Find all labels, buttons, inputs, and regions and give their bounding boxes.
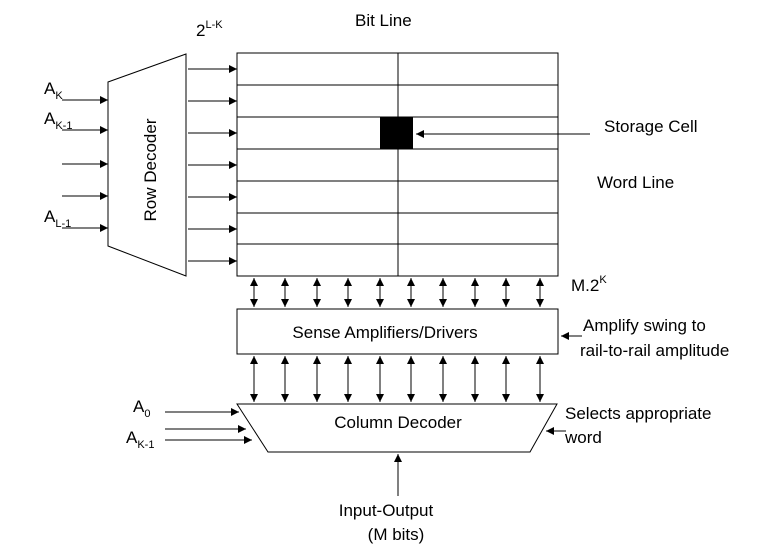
rows-count-label: 2L-K <box>196 19 223 40</box>
io-label-1: Input-Output <box>339 501 434 520</box>
sense-amplifiers-label: Sense Amplifiers/Drivers <box>292 323 477 342</box>
selects-label-1: Selects appropriate <box>565 404 711 423</box>
column-decoder-label: Column Decoder <box>334 413 462 432</box>
row-input-label: AK-1 <box>44 109 72 132</box>
bit-line-arrows <box>250 278 544 307</box>
col-input-label: A0 <box>133 397 150 420</box>
row-decoder-inputs: AK AK-1AL-1 <box>44 79 72 230</box>
row-decoder-block <box>107 53 187 277</box>
column-decoder-block <box>236 403 558 453</box>
amplify-label-1: Amplify swing to <box>583 316 706 335</box>
storage-cell <box>380 117 413 149</box>
word-line-label: Word Line <box>597 173 674 192</box>
sense-to-column-arrows <box>250 356 544 402</box>
col-input-label: AK-1 <box>126 428 154 451</box>
row-input-label: AL-1 <box>44 207 71 230</box>
storage-cell-label: Storage Cell <box>604 117 698 136</box>
selects-label-2: word <box>564 428 602 447</box>
bit-line-label: Bit Line <box>355 11 412 30</box>
row-input-label: AK <box>44 79 63 102</box>
row-decoder-label: Row Decoder <box>141 118 160 221</box>
word-line-driver-arrows <box>188 65 237 265</box>
m2k-label: M.2K <box>571 274 607 295</box>
row-decoder-input-arrows <box>62 96 108 232</box>
amplify-label-2: rail-to-rail amplitude <box>580 341 729 360</box>
io-label-2: (M bits) <box>368 525 425 544</box>
sense-amplifiers-block <box>236 308 559 355</box>
